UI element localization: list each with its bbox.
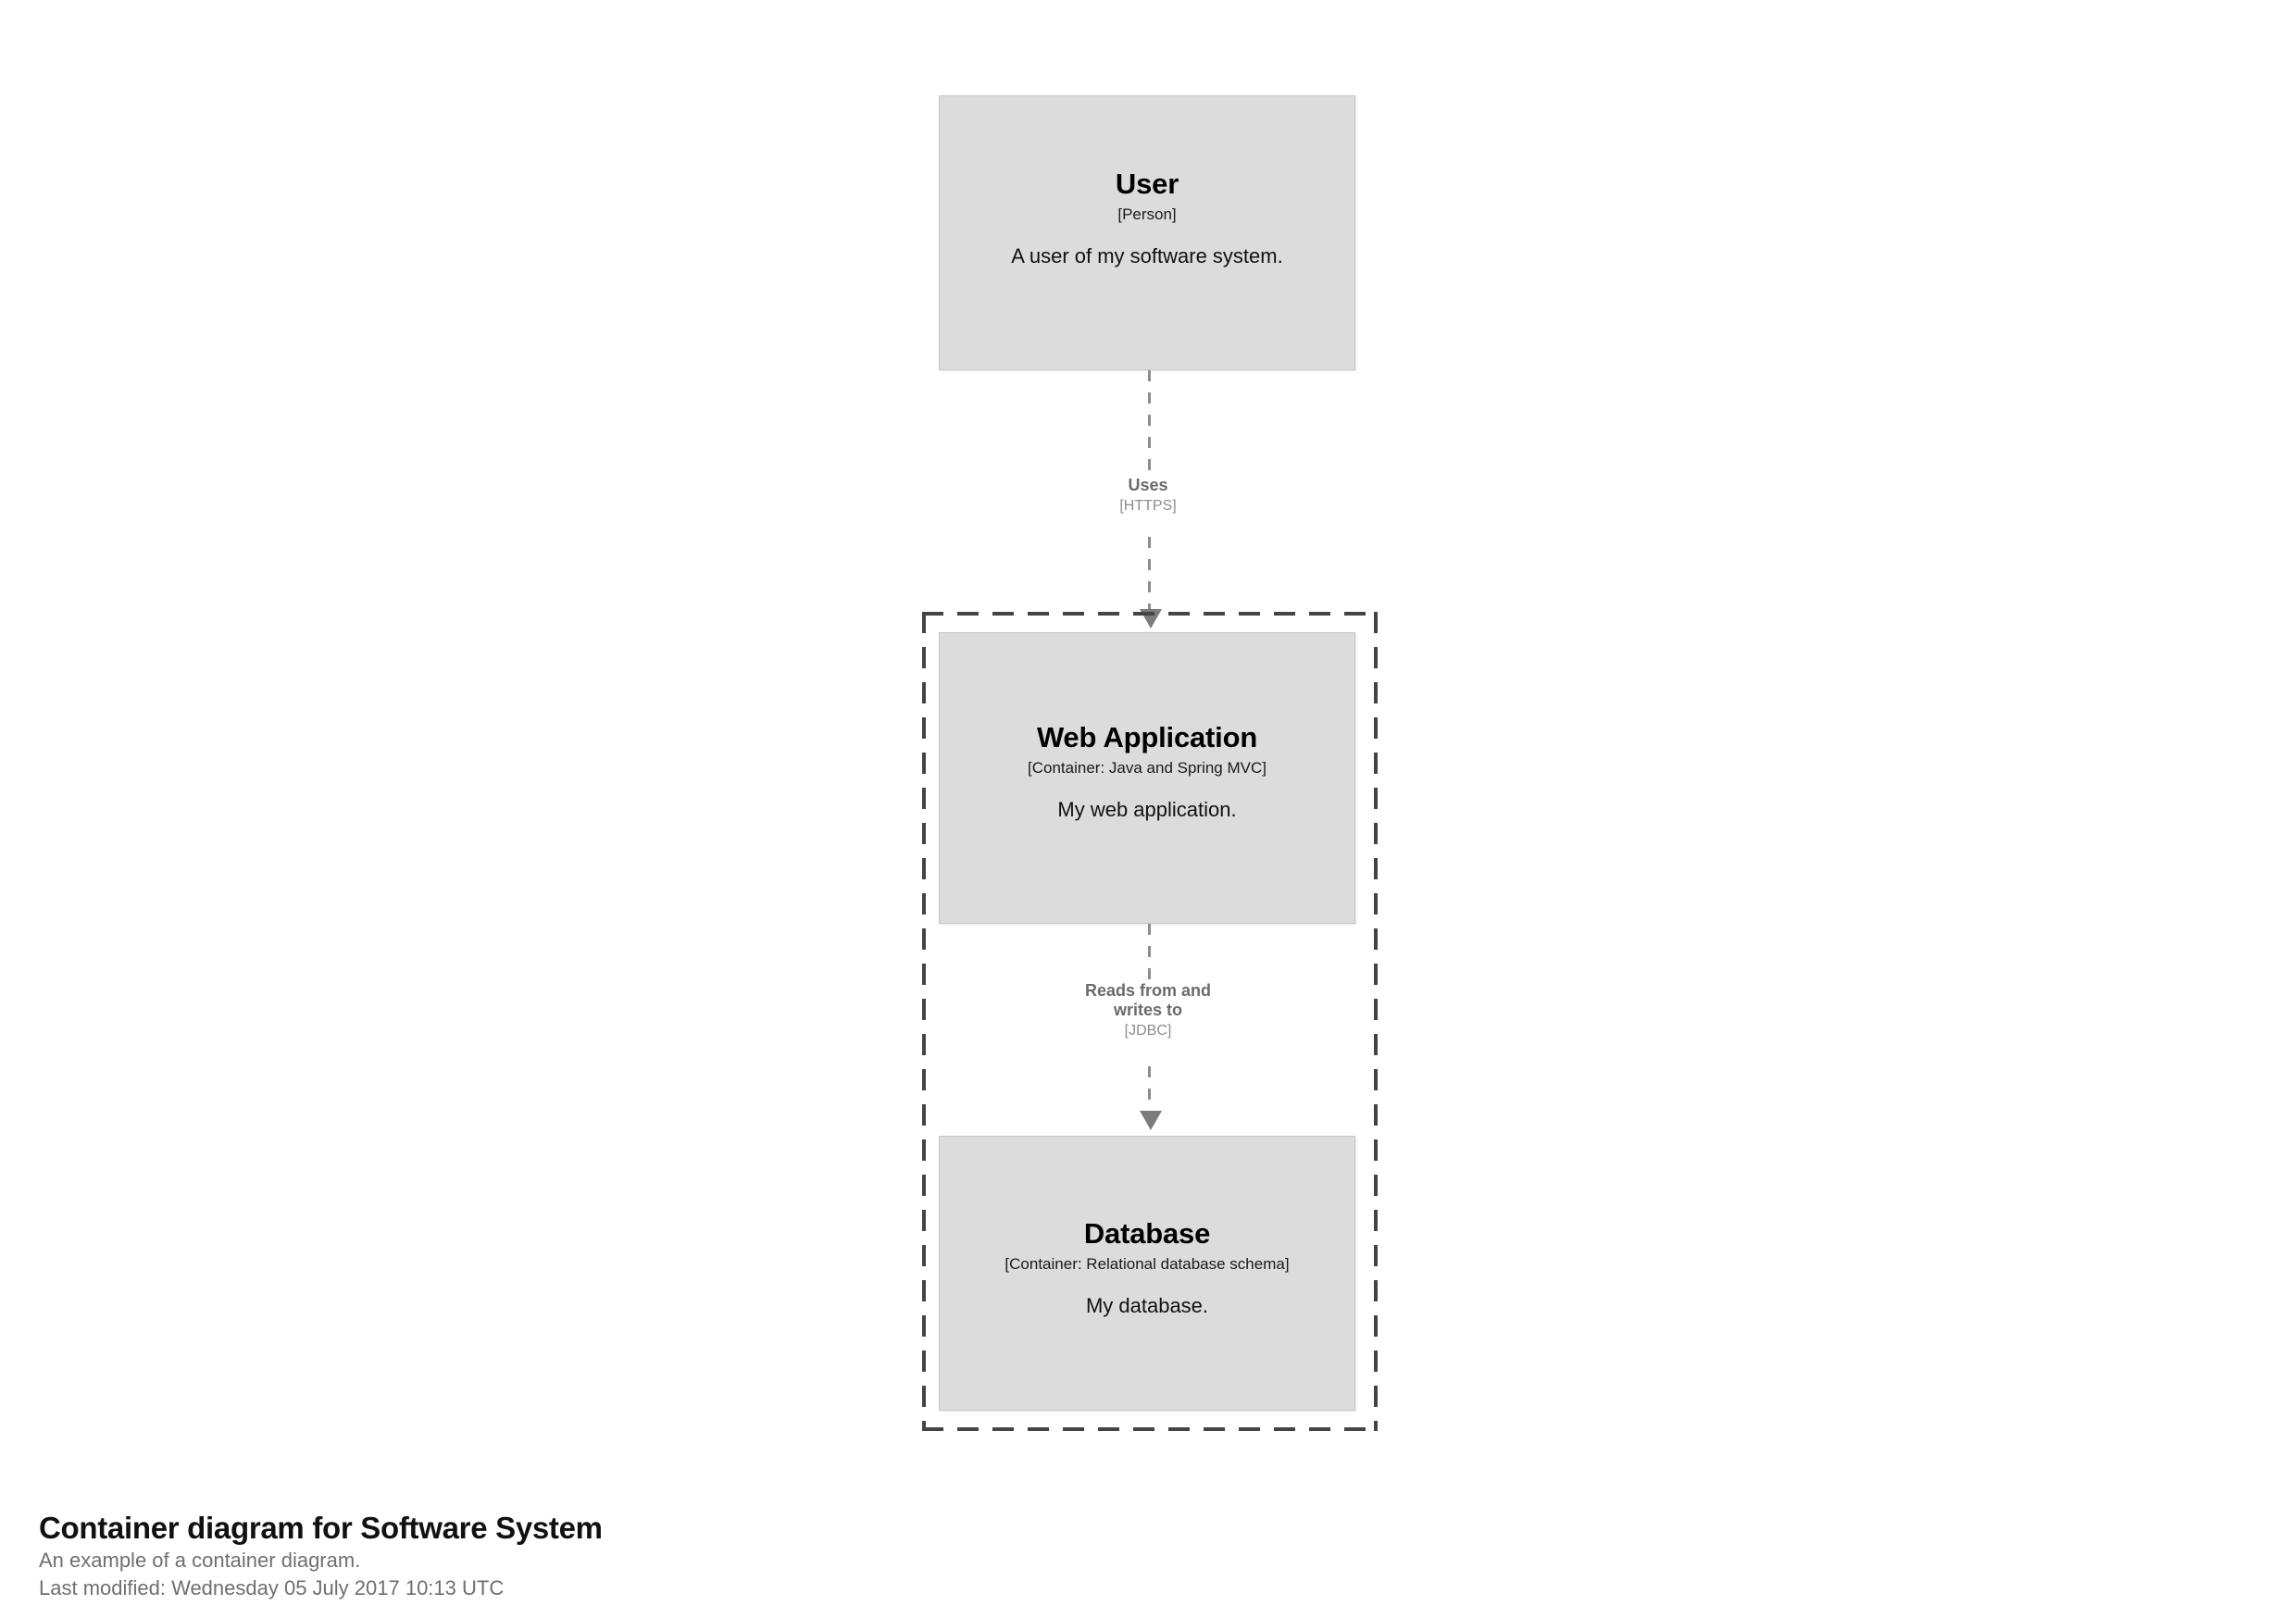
element-database[interactable]: Database [Container: Relational database…: [939, 1136, 1355, 1411]
relationship-reads-writes-description: Reads from and writes to: [1084, 981, 1212, 1020]
relationship-uses-line-lower: [1148, 537, 1151, 613]
relationship-reads-writes-technology: [JDBC]: [1124, 1023, 1172, 1039]
element-database-name: Database: [1083, 1217, 1211, 1250]
element-web-application[interactable]: Web Application [Container: Java and Spr…: [939, 632, 1355, 924]
relationship-uses-technology: [HTTPS]: [1119, 498, 1177, 515]
diagram-last-modified: Last modified: Wednesday 05 July 2017 10…: [39, 1576, 505, 1599]
element-user[interactable]: User [Person] A user of my software syst…: [939, 95, 1355, 370]
diagram-description: An example of a container diagram.: [39, 1549, 361, 1572]
relationship-uses-line-upper: [1148, 370, 1151, 474]
element-user-description: A user of my software system.: [1011, 244, 1283, 268]
element-database-description: My database.: [1085, 1294, 1209, 1317]
boundary-edge-right: [1374, 612, 1378, 1431]
arrowhead-down-icon: [1140, 609, 1162, 629]
diagram-title: Container diagram for Software System: [39, 1511, 603, 1545]
element-user-type: [Person]: [1117, 205, 1177, 223]
relationship-reads-writes-line-lower: [1148, 1066, 1151, 1114]
element-user-name: User: [1115, 168, 1179, 200]
element-web-application-name: Web Application: [1036, 721, 1258, 753]
boundary-edge-bottom: [922, 1427, 1378, 1431]
element-database-type: [Container: Relational database schema]: [1004, 1255, 1290, 1273]
relationship-uses-label: Uses [HTTPS]: [1009, 476, 1287, 516]
boundary-edge-left: [922, 612, 926, 1431]
relationship-reads-writes-label: Reads from and writes to [JDBC]: [1009, 981, 1287, 1040]
relationship-uses-description: Uses: [1128, 476, 1168, 494]
relationship-reads-writes-line-upper: [1148, 924, 1151, 981]
arrowhead-down-icon: [1140, 1111, 1162, 1130]
element-web-application-type: [Container: Java and Spring MVC]: [1028, 759, 1267, 777]
diagram-caption: Container diagram for Software System An…: [39, 1510, 1335, 1602]
element-web-application-description: My web application.: [1057, 798, 1237, 821]
